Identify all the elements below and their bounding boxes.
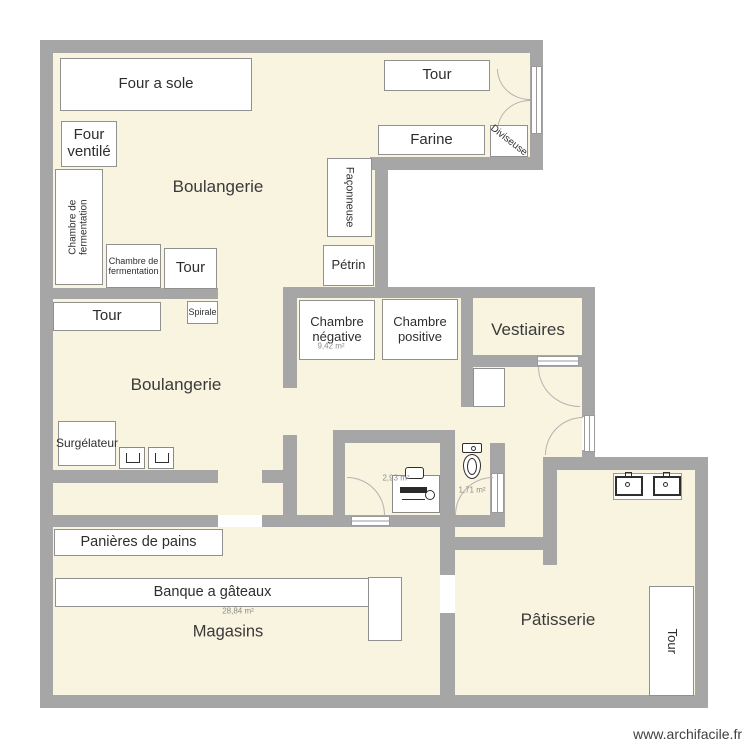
room-label-boulangerie-upper: Boulangerie bbox=[172, 177, 264, 196]
room-label-patisserie: Pâtisserie bbox=[520, 610, 596, 629]
wall bbox=[40, 288, 218, 299]
equip-label: Chambre positive bbox=[393, 313, 447, 344]
equip-label: Chambre de fermentation bbox=[67, 199, 90, 255]
sink-icon bbox=[614, 472, 643, 496]
equip-label: Tour bbox=[422, 66, 452, 84]
equip-label: Chambre négative bbox=[310, 314, 364, 344]
equip-surgelateur: Surgélateur bbox=[55, 421, 119, 466]
wall bbox=[440, 430, 455, 527]
wall bbox=[40, 40, 543, 53]
equip-chambre-positive: Chambre positive bbox=[382, 299, 458, 360]
toilet-tank-icon bbox=[462, 443, 482, 453]
wall bbox=[582, 287, 595, 417]
equip-banque-a-gateaux-return bbox=[368, 577, 402, 641]
equip-panieres-de-pains: Panières de pains bbox=[54, 529, 223, 556]
equip-spirale: Spirale bbox=[187, 301, 218, 324]
equip-four-ventile: Four ventilé bbox=[61, 121, 117, 167]
equip-faconneuse: Façonneuse bbox=[327, 158, 372, 237]
wall bbox=[40, 695, 708, 708]
equip-petrin: Pétrin bbox=[323, 245, 374, 286]
wall bbox=[543, 457, 708, 470]
equip-label: Banque a gâteaux bbox=[153, 584, 272, 601]
wall bbox=[461, 287, 473, 407]
equip-tour-2: Tour bbox=[384, 60, 490, 91]
equip-chambre-fermentation-1: Chambre de fermentation bbox=[55, 169, 103, 285]
wall bbox=[695, 457, 708, 708]
room-label-vestiaires: Vestiaires bbox=[491, 320, 565, 339]
keyboard-icon bbox=[400, 487, 427, 493]
wall bbox=[40, 40, 53, 708]
chair-icon bbox=[405, 467, 424, 479]
room-label-magasins: Magasins bbox=[192, 622, 264, 641]
wall bbox=[370, 157, 543, 170]
wall bbox=[445, 537, 557, 550]
window-icon bbox=[537, 356, 579, 366]
wall bbox=[40, 470, 218, 483]
equip-label: Farine bbox=[410, 130, 453, 148]
equip-tour-4: Tour bbox=[649, 586, 694, 696]
washbasin-icon bbox=[119, 447, 145, 469]
area-office: 2,93 m² bbox=[382, 473, 410, 483]
equip-label: Four a sole bbox=[118, 75, 194, 93]
equip-diviseuse: Diviseuse bbox=[488, 123, 530, 159]
vestiaires-cabinet bbox=[473, 368, 505, 407]
wall bbox=[283, 435, 297, 527]
equip-label: Diviseuse bbox=[488, 123, 530, 159]
wall bbox=[333, 430, 455, 443]
wall bbox=[262, 470, 283, 483]
equip-label: Chambre de fermentation bbox=[108, 255, 159, 276]
equip-label: Four ventilé bbox=[67, 126, 111, 160]
toilet-bowl-icon bbox=[463, 454, 481, 479]
sink-icon bbox=[652, 472, 681, 496]
equip-tour-1: Tour bbox=[164, 248, 217, 289]
equip-four-a-sole: Four a sole bbox=[60, 58, 252, 111]
wall bbox=[333, 430, 345, 515]
wall bbox=[283, 287, 297, 388]
wall bbox=[375, 157, 388, 297]
door-opening bbox=[440, 575, 455, 613]
equip-label: Tour bbox=[664, 628, 680, 654]
wall bbox=[283, 287, 595, 298]
equip-chambre-fermentation-2: Chambre de fermentation bbox=[106, 244, 161, 288]
wall bbox=[543, 470, 557, 565]
area-chambre-room: 9,42 m² bbox=[317, 341, 345, 351]
equip-banque-a-gateaux: Banque a gâteaux bbox=[55, 578, 370, 607]
equip-chambre-negative: Chambre négative bbox=[299, 300, 375, 360]
room-label-boulangerie-lower: Boulangerie bbox=[130, 375, 222, 394]
desk-icon bbox=[392, 467, 440, 513]
area-magasins: 28,84 m² bbox=[222, 606, 254, 616]
equip-label: Pétrin bbox=[331, 257, 366, 273]
swivel-chair-icon bbox=[425, 490, 435, 500]
equip-label: Surgélateur bbox=[55, 435, 119, 450]
wall bbox=[40, 515, 218, 527]
window-icon bbox=[584, 415, 595, 452]
door-opening bbox=[218, 515, 262, 527]
archifacile-watermark: www.archifacile.fr bbox=[633, 726, 742, 742]
equip-label: Tour bbox=[92, 307, 122, 325]
equip-label: Tour bbox=[175, 259, 206, 277]
equip-farine: Farine bbox=[378, 125, 485, 155]
equip-tour-3: Tour bbox=[53, 302, 161, 331]
double-sink-icon bbox=[613, 472, 682, 500]
washbasin-icon bbox=[148, 447, 174, 469]
equip-label: Spirale bbox=[188, 307, 217, 318]
area-wc: 1,71 m² bbox=[458, 485, 486, 495]
window-icon bbox=[351, 516, 390, 526]
equip-label: Façonneuse bbox=[343, 167, 356, 228]
desk-tray-icon bbox=[402, 499, 425, 500]
window-icon bbox=[531, 66, 542, 134]
equip-label: Panières de pains bbox=[80, 534, 197, 551]
